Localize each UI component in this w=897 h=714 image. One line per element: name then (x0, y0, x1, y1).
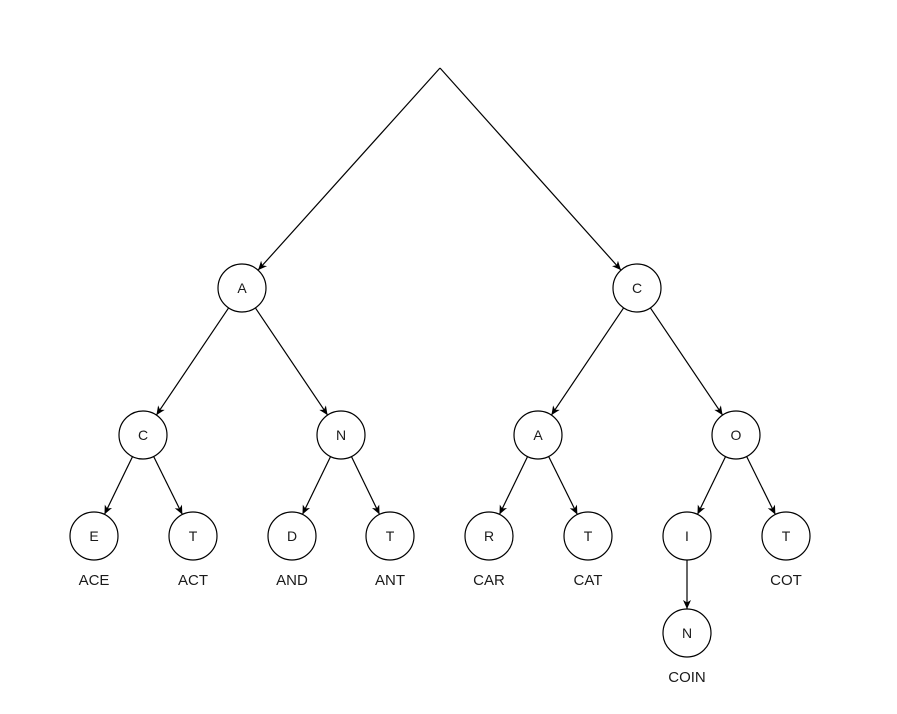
edge-ca-car (498, 456, 529, 515)
edge-ac-ace (103, 456, 134, 515)
node-circle-a (217, 263, 267, 313)
edge-a-an (254, 307, 329, 416)
trie-node-an: N (316, 410, 366, 460)
node-circle-ac (118, 410, 168, 460)
node-circle-an (316, 410, 366, 460)
edge-co-cot (746, 456, 776, 515)
node-circle-car (464, 511, 514, 561)
node-letter-an: N (336, 427, 346, 443)
edge-ca-cat (548, 456, 578, 515)
edge-an-and (301, 456, 332, 515)
node-circle-coin (662, 608, 712, 658)
node-letter-act: T (189, 528, 198, 544)
edge-an-ant (350, 456, 381, 515)
node-circle-c (612, 263, 662, 313)
edge-root-a (257, 67, 441, 271)
node-circle-coi (662, 511, 712, 561)
node-letter-ant: T (386, 528, 395, 544)
trie-node-cat: T CAT (563, 511, 613, 589)
word-label-coin: COIN (668, 669, 706, 686)
edge-co-coi (696, 456, 727, 515)
word-label-cot: COT (770, 572, 802, 589)
node-letter-ca: A (533, 427, 543, 443)
nodes-layer: A C C N A O E ACE T ACT D AND T ANT R CAR T CAT I T COT N COIN (69, 263, 811, 686)
word-label-and: AND (276, 572, 308, 589)
edge-a-ac (155, 307, 230, 416)
node-circle-ant (365, 511, 415, 561)
node-circle-cot (761, 511, 811, 561)
trie-node-ant: T ANT (365, 511, 415, 589)
edge-ac-act (153, 456, 183, 515)
word-label-ace: ACE (79, 572, 110, 589)
trie-node-cot: T COT (761, 511, 811, 589)
node-letter-co: O (731, 427, 742, 443)
node-letter-c: C (632, 280, 642, 296)
word-label-ant: ANT (375, 572, 405, 589)
node-circle-ace (69, 511, 119, 561)
node-circle-and (267, 511, 317, 561)
node-letter-coin: N (682, 625, 692, 641)
edges-layer (103, 67, 776, 609)
word-label-act: ACT (178, 572, 208, 589)
trie-node-c: C (612, 263, 662, 313)
node-letter-and: D (287, 528, 297, 544)
trie-node-coin: N COIN (662, 608, 712, 686)
edge-c-ca (550, 307, 625, 416)
trie-node-car: R CAR (464, 511, 514, 589)
node-letter-cat: T (584, 528, 593, 544)
node-letter-coi: I (685, 528, 689, 544)
trie-node-co: O (711, 410, 761, 460)
node-circle-act (168, 511, 218, 561)
node-letter-ac: C (138, 427, 148, 443)
edge-root-c (439, 67, 622, 271)
trie-node-a: A (217, 263, 267, 313)
trie-node-ac: C (118, 410, 168, 460)
node-letter-car: R (484, 528, 494, 544)
trie-node-coi: I (662, 511, 712, 561)
trie-node-ca: A (513, 410, 563, 460)
node-circle-cat (563, 511, 613, 561)
node-letter-cot: T (782, 528, 791, 544)
trie-node-ace: E ACE (69, 511, 119, 589)
node-circle-ca (513, 410, 563, 460)
node-letter-a: A (237, 280, 247, 296)
node-circle-co (711, 410, 761, 460)
trie-node-act: T ACT (168, 511, 218, 589)
trie-node-and: D AND (267, 511, 317, 589)
edge-c-co (649, 307, 724, 416)
word-label-cat: CAT (574, 572, 603, 589)
node-letter-ace: E (89, 528, 98, 544)
word-label-car: CAR (473, 572, 505, 589)
